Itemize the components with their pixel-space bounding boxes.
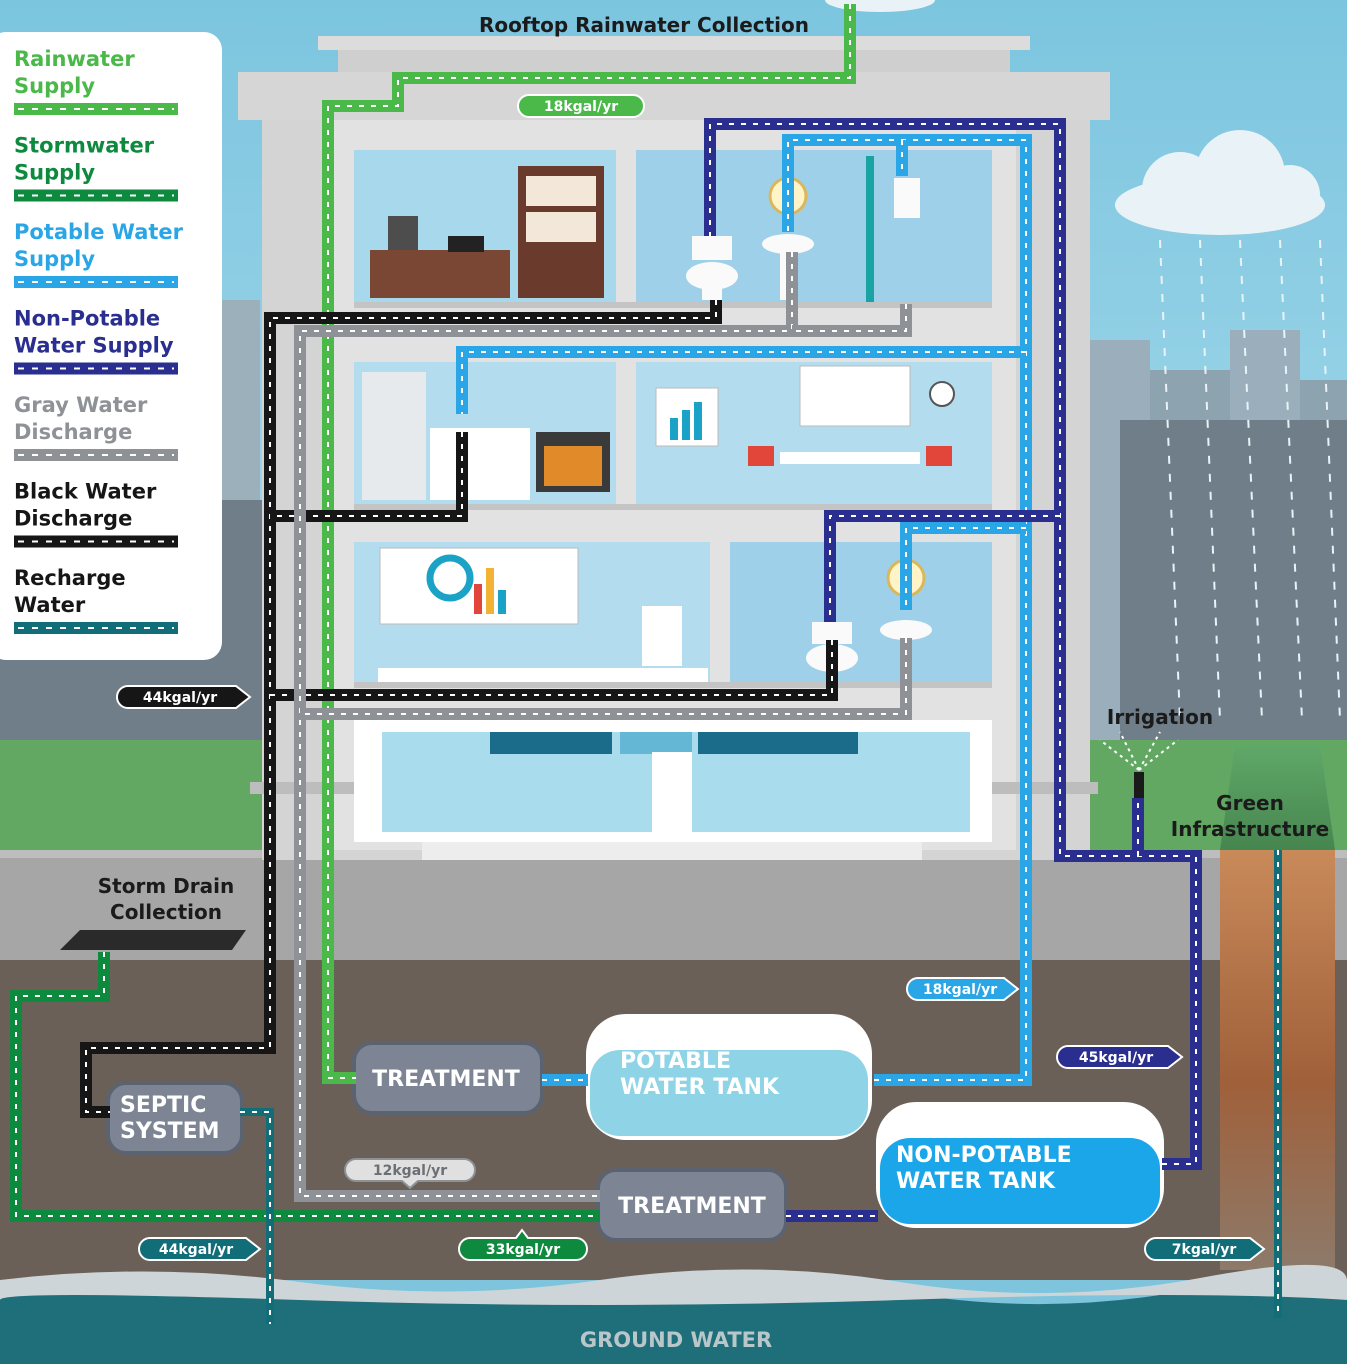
septic-label: SEPTIC xyxy=(120,1093,206,1118)
irrigation-label: Irrigation xyxy=(1107,705,1213,729)
legend-item-label: Gray Water xyxy=(14,393,148,417)
rooftop-label: Rooftop Rainwater Collection xyxy=(479,13,809,37)
legend-item-label-2: Water Supply xyxy=(14,334,174,358)
pipe-rainwater xyxy=(322,4,856,1084)
cityscape-right xyxy=(1090,330,1347,740)
legend-swatch xyxy=(14,449,178,461)
non-potable-water-tank xyxy=(876,1102,1164,1228)
potable-tank-label-2: WATER TANK xyxy=(620,1075,780,1100)
pipe-network xyxy=(10,4,1282,1324)
legend-item-label-2: Discharge xyxy=(14,420,132,444)
treatment-bottom-label: TREATMENT xyxy=(618,1194,766,1219)
svg-text:44kgal/yr: 44kgal/yr xyxy=(159,1242,233,1258)
svg-text:18kgal/yr: 18kgal/yr xyxy=(923,982,997,998)
legend-item-label: Potable Water xyxy=(14,220,184,244)
presentation-furniture xyxy=(378,547,708,682)
ground-water-label: GROUND WATER xyxy=(580,1328,772,1352)
legend-item-label-2: Water xyxy=(14,593,86,617)
septic-label-2: SYSTEM xyxy=(120,1119,220,1144)
storm-drain-grate-icon xyxy=(60,930,246,950)
flow-badge-green-recharge: 7kgal/yr xyxy=(1144,1237,1266,1261)
treatment-top-label: TREATMENT xyxy=(372,1067,520,1092)
office-furniture xyxy=(370,166,604,298)
svg-text:44kgal/yr: 44kgal/yr xyxy=(143,690,217,706)
legend-item-label: Non-Potable xyxy=(14,307,160,331)
pipe-potable-low xyxy=(900,522,1026,610)
storm-drain-label: Storm Drain xyxy=(98,874,234,898)
legend-item-label-2: Supply xyxy=(14,161,95,185)
shower-icon xyxy=(866,156,920,302)
legend-swatch xyxy=(14,189,178,202)
svg-text:12kgal/yr: 12kgal/yr xyxy=(373,1163,447,1179)
flow-badge-gray-water: 12kgal/yr xyxy=(344,1158,476,1190)
pipe-black-water-top xyxy=(80,300,722,1118)
treatment-bottom xyxy=(596,1168,788,1242)
green-infrastructure-plants xyxy=(1220,745,1335,850)
sprinkler-icon xyxy=(1099,731,1179,798)
legend-swatch xyxy=(14,362,178,375)
svg-text:18kgal/yr: 18kgal/yr xyxy=(544,99,618,115)
non-potable-tank-label-2: WATER TANK xyxy=(896,1169,1056,1194)
pipe-black-water-low xyxy=(270,640,838,701)
non-potable-tank-label: NON-POTABLE xyxy=(896,1143,1072,1168)
toilet-icon xyxy=(686,236,738,300)
flow-badge-stormwater: 33kgal/yr xyxy=(458,1228,588,1261)
legend-item-label: Black Water xyxy=(14,480,157,504)
green-infrastructure-label: Green xyxy=(1216,791,1284,815)
legend-item-label: Stormwater xyxy=(14,134,155,158)
legend-swatch xyxy=(14,535,178,548)
potable-water-tank xyxy=(586,1014,872,1140)
svg-text:45kgal/yr: 45kgal/yr xyxy=(1079,1050,1153,1066)
legend-card xyxy=(0,32,222,660)
pipe-potable-main xyxy=(782,134,1032,1086)
svg-text:33kgal/yr: 33kgal/yr xyxy=(486,1242,560,1258)
pipe-black-water-mid xyxy=(270,432,468,522)
pipe-gray-water-top xyxy=(294,252,798,1202)
legend-swatch xyxy=(14,103,178,115)
legend-item-label-2: Supply xyxy=(14,74,95,98)
rain-icon xyxy=(1159,239,1341,721)
pipe-stormwater xyxy=(10,952,600,1222)
potable-tank-label: POTABLE xyxy=(620,1049,731,1074)
grass-left xyxy=(0,740,262,850)
storm-drain-label-2: Collection xyxy=(110,900,222,924)
flow-badge-black-water: 44kgal/yr xyxy=(116,685,252,709)
meeting-furniture xyxy=(655,365,955,466)
pipe-non-potable-low xyxy=(824,510,1060,622)
restroom-bottom xyxy=(730,542,992,682)
legend-item-label: Rainwater xyxy=(14,47,135,71)
legend-item-label-2: Supply xyxy=(14,247,95,271)
kitchen-furniture xyxy=(362,372,610,500)
legend-swatch xyxy=(14,276,178,288)
flow-badge-septic-recharge: 44kgal/yr xyxy=(138,1237,262,1261)
pipe-gray-water-shower xyxy=(792,304,912,337)
pipe-potable-kitchen xyxy=(456,346,1026,414)
legend-item-label-2: Discharge xyxy=(14,507,132,531)
legend-item-label: Recharge xyxy=(14,566,126,590)
legend-swatch xyxy=(14,622,178,634)
pipe-non-potable-main xyxy=(704,118,1202,1170)
cloud-icon xyxy=(1115,130,1325,235)
pipe-gray-water-low xyxy=(300,638,912,720)
flow-badge-potable: 18kgal/yr xyxy=(906,977,1020,1001)
pipe-recharge-septic xyxy=(240,1108,274,1324)
green-infrastructure-label-2: Infrastructure xyxy=(1171,817,1329,841)
flow-badge-non-potable: 45kgal/yr xyxy=(1056,1045,1184,1069)
flow-badge-rainwater: 18kgal/yr xyxy=(517,94,645,118)
ground-water xyxy=(0,1265,1347,1364)
svg-text:7kgal/yr: 7kgal/yr xyxy=(1172,1242,1237,1258)
